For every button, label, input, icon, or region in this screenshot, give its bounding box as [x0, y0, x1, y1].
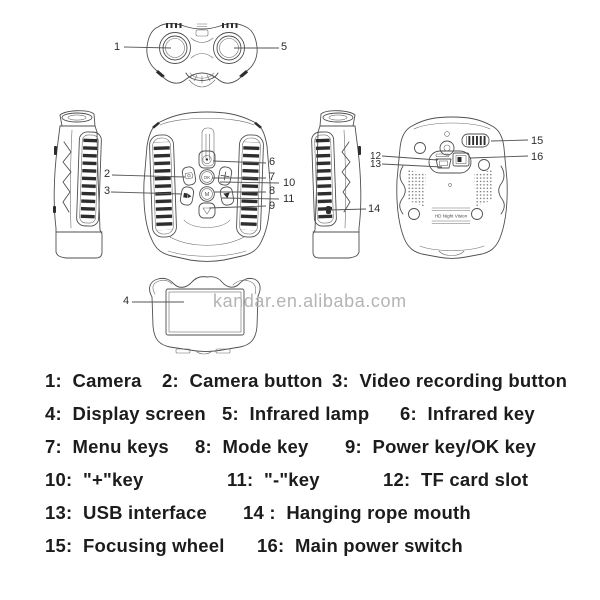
port-recess [428, 150, 472, 174]
left-side-view-drawing [53, 110, 103, 259]
tf-card-slot-icon [435, 153, 450, 157]
callout-6: 6 [269, 156, 276, 168]
grip-ribs [311, 131, 337, 227]
watermark-text: kandar.en.alibaba.com [213, 291, 407, 311]
video-button-icon [179, 186, 195, 206]
callout-12: 12 [370, 151, 382, 162]
legend-item-8: 8: Mode key [195, 436, 309, 457]
left-grip-ribs [149, 134, 177, 238]
power-key-icon [198, 202, 216, 219]
screw-icon [471, 208, 483, 220]
display-screen-icon [165, 288, 245, 336]
callout-14: 14 [368, 203, 381, 215]
legend-item-13: 13: USB interface [45, 502, 207, 523]
legend-item-10: 10: "+"key [45, 469, 144, 490]
grip-ribs [76, 131, 102, 227]
hanging-rope-mouth-icon [326, 206, 331, 214]
legend-item-15: 15: Focusing wheel [45, 535, 225, 556]
screw-icon [478, 159, 490, 171]
knob-icon [439, 140, 455, 156]
display-view-drawing [149, 276, 261, 355]
legend-item-7: 7: Menu keys [45, 436, 169, 457]
screw-icon [408, 208, 420, 220]
infrared-key-icon [198, 150, 216, 169]
right-grip-ribs [236, 134, 264, 238]
bottom-view-drawing: HD Night Vision [396, 116, 508, 259]
speaker-grille [407, 170, 426, 207]
mode-key-icon: M [199, 186, 215, 202]
ok-key-label: OK [204, 175, 212, 180]
speaker-grille [474, 170, 493, 207]
top-view-drawing [146, 23, 258, 88]
legend-item-16: 16: Main power switch [257, 535, 463, 556]
legend-item-14: 14 : Hanging rope mouth [243, 502, 471, 523]
main-power-switch-icon [452, 152, 470, 167]
legend-item-11: 11: "-"key [227, 469, 320, 490]
camera-button-icon [181, 166, 197, 186]
back-view-drawing: OK M [143, 111, 271, 262]
legend-item-1: 1: Camera [45, 370, 142, 391]
callout-10: 10 [283, 177, 296, 189]
leader-lines [110, 46, 529, 303]
mode-key-label: M [205, 192, 210, 198]
legend-item-3: 3: Video recording button [332, 370, 568, 391]
callout-5: 5 [281, 41, 288, 53]
legend-item-2: 2: Camera button [162, 370, 323, 391]
callout-3: 3 [104, 185, 111, 197]
usb-interface-icon [435, 158, 452, 169]
legend-item-4: 4: Display screen [45, 403, 206, 424]
legend-item-9: 9: Power key/OK key [345, 436, 537, 457]
callout-7: 7 [269, 171, 276, 183]
callout-15: 15 [531, 135, 544, 147]
ok-key-icon: OK [199, 169, 215, 185]
callout-16: 16 [531, 151, 544, 163]
tripod-mark-icon [444, 131, 450, 137]
focusing-wheel-icon [461, 133, 490, 148]
screw-icon [414, 142, 426, 154]
right-side-view-drawing [311, 110, 362, 259]
callout-9: 9 [269, 200, 276, 212]
legend-item-6: 6: Infrared key [400, 403, 535, 424]
callout-11: 11 [283, 193, 295, 205]
plus-key-icon [217, 166, 233, 186]
model-print-label: HD Night Vision [435, 214, 468, 219]
callout-2: 2 [104, 168, 111, 180]
model-print-plate: HD Night Vision [431, 207, 471, 224]
legend-item-12: 12: TF card slot [383, 469, 529, 490]
callout-4: 4 [123, 295, 130, 307]
callout-1: 1 [114, 41, 121, 53]
callout-13: 13 [370, 159, 382, 170]
callout-8: 8 [269, 185, 276, 197]
minus-key-icon [219, 186, 235, 206]
legend-item-5: 5: Infrared lamp [222, 403, 370, 424]
